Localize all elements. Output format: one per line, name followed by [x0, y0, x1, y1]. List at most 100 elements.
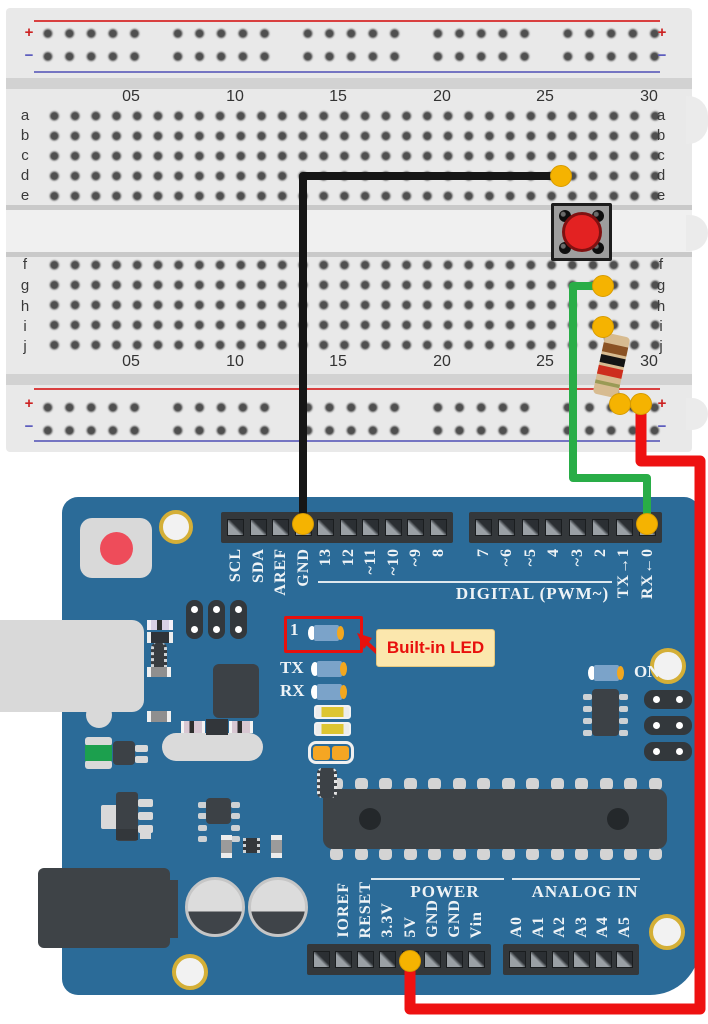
on-label: ON — [634, 662, 660, 681]
header-pin — [294, 519, 312, 536]
resistor-array — [314, 722, 351, 736]
rail-plus: + — [657, 24, 667, 41]
row-label: i — [23, 318, 27, 335]
builtin-led — [308, 625, 344, 641]
smd-capacitor — [147, 632, 173, 643]
header-pin — [545, 519, 563, 536]
header-pin — [568, 519, 586, 536]
header-pin — [423, 951, 441, 968]
digital-section-line — [318, 581, 612, 583]
header-pin — [357, 951, 375, 968]
tx-label: TX — [280, 658, 304, 677]
smd-ic — [317, 768, 337, 798]
regulator-leg — [138, 812, 153, 820]
ic-pins — [583, 694, 592, 736]
pushbutton — [551, 203, 612, 261]
digital-header-left — [221, 512, 453, 543]
hole-group — [297, 395, 407, 442]
builtin-led-highlight-box — [284, 616, 363, 653]
resistor-array — [314, 705, 351, 719]
usb-connector — [0, 620, 144, 712]
breadboard-tab — [686, 398, 708, 430]
header-pin — [401, 951, 419, 968]
column-label: 20 — [433, 353, 451, 370]
chip-leg — [330, 848, 343, 860]
chip-leg — [354, 778, 368, 790]
breadboard-tab — [686, 215, 708, 251]
solder-jumper-pad — [230, 600, 247, 639]
pin-label-5v: 5V — [402, 916, 419, 938]
hole-group — [427, 395, 537, 442]
voltage-regulator — [116, 792, 138, 841]
pin-label-a0: A0 — [508, 916, 525, 938]
rail-minus: − — [657, 47, 667, 64]
led-end — [617, 666, 624, 680]
header-pin — [521, 519, 539, 536]
chip-legs-bottom — [330, 848, 662, 860]
chip-leg — [599, 848, 613, 860]
ic-pin — [583, 706, 592, 712]
pin-label-5: ~5 — [522, 548, 539, 567]
ic-pin — [619, 718, 628, 724]
chip-leg — [379, 778, 393, 790]
header-pin — [573, 951, 591, 968]
ic-pin — [198, 813, 207, 820]
top-rail-blue-line — [34, 71, 660, 73]
hole-group — [37, 395, 147, 442]
rail-minus: − — [657, 418, 667, 435]
row-label: b — [656, 127, 666, 144]
pin-label-a4: A4 — [594, 916, 611, 938]
row-label: a — [20, 107, 30, 124]
led-body — [594, 665, 619, 681]
power-section-label: POWER — [410, 882, 480, 901]
pin-label-11: ~11 — [362, 548, 379, 575]
power-jack-step — [168, 880, 178, 938]
ic-pin — [619, 694, 628, 700]
pin-label-6: ~6 — [498, 548, 515, 567]
transistor — [113, 741, 135, 765]
breadboard-tab — [686, 96, 708, 144]
row-label: h — [20, 298, 30, 315]
chip-leg — [575, 848, 589, 860]
smd-ic — [243, 838, 260, 853]
hole-group — [297, 21, 407, 68]
header-pin — [509, 951, 526, 968]
pin-label-gnd: GND — [424, 899, 441, 938]
column-label: 10 — [226, 353, 244, 370]
solder-jumper-pad — [186, 600, 203, 639]
analog-section-line — [512, 878, 640, 880]
inductor-cap — [85, 760, 112, 769]
column-label: 15 — [329, 353, 347, 370]
chip-leg — [403, 848, 417, 860]
column-label: 25 — [536, 353, 554, 370]
row-label: c — [657, 147, 665, 164]
led-body — [317, 684, 342, 700]
regulator-tab — [101, 805, 118, 829]
pushbutton-cap — [561, 212, 602, 252]
regulator-leg — [138, 799, 153, 807]
row-label: a — [656, 107, 666, 124]
builtin-led-marker: 1 — [290, 620, 299, 639]
green-inductor — [85, 745, 112, 761]
electrolytic-capacitor — [248, 877, 308, 937]
pin-label-rx0: RX←0 — [639, 548, 656, 600]
solder-jumper-pad — [644, 716, 692, 735]
regulator-leg — [138, 825, 153, 833]
ic-pin — [583, 718, 592, 724]
header-pin — [445, 951, 463, 968]
row-label: e — [656, 187, 666, 204]
solder-jumper-pad — [644, 742, 692, 761]
row-label: g — [20, 277, 30, 294]
smd-resistor — [147, 667, 171, 677]
chip-leg — [624, 848, 638, 860]
led-body — [317, 661, 342, 677]
pin-label-9: ~9 — [407, 548, 424, 567]
digital-section-label: DIGITAL (PWM~) — [455, 584, 610, 603]
pin-label-12: 12 — [340, 548, 357, 566]
pin-label-gnd: GND — [295, 548, 312, 587]
smd-capacitor — [271, 835, 282, 858]
led-body — [314, 625, 339, 641]
header-pin — [475, 519, 492, 536]
header-pin — [335, 951, 353, 968]
